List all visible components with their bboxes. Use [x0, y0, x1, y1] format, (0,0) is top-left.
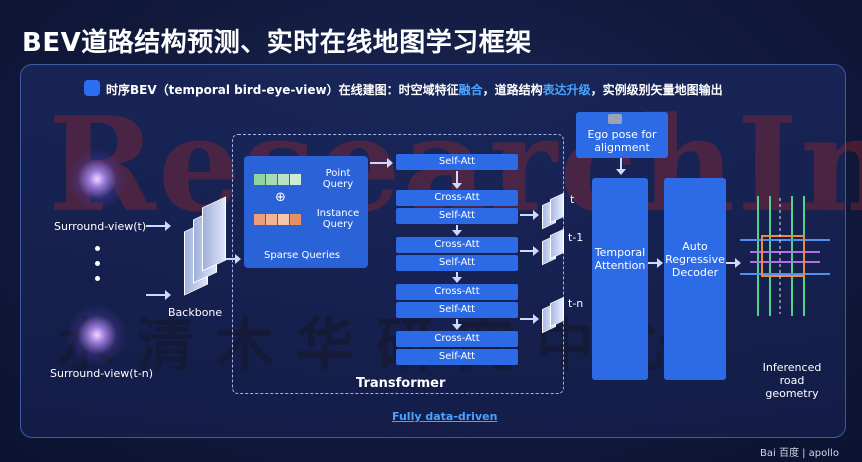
arrow-right-icon [648, 258, 663, 268]
ellipsis-dot [95, 246, 100, 251]
time-label-t1: t-1 [568, 231, 584, 244]
arrow-down-icon [452, 171, 462, 189]
page-title: BEV道路结构预测、实时在线地图学习框架 [22, 28, 532, 58]
arrow-right-icon [520, 210, 539, 220]
arrow-down-icon [616, 158, 626, 175]
backbone-layer [202, 196, 226, 272]
arrow-right-icon [146, 290, 171, 300]
self-att-block: Self-Att [396, 302, 518, 318]
subtitle-highlight-upgrade: 表达升级 [542, 83, 591, 97]
arrow-right-icon [370, 158, 393, 168]
transformer-region [232, 134, 564, 394]
subtitle: 时序BEV（temporal bird-eye-view）在线建图：时空域特征融… [106, 81, 723, 98]
subtitle-prefix: 时序BEV（temporal bird-eye-view）在线建图：时空域特征 [106, 83, 459, 97]
query-token [290, 174, 301, 185]
ego-pose-box [576, 112, 668, 158]
input-label-tn: Surround-view(t-n) [50, 367, 154, 380]
backbone-label: Backbone [168, 306, 223, 319]
time-label-t: t [570, 193, 575, 206]
arrow-right-icon [146, 221, 171, 231]
subtitle-suffix: ，实例级别矢量地图输出 [590, 83, 723, 97]
query-token [278, 214, 289, 225]
ellipsis-dot [95, 261, 100, 266]
subtitle-highlight-fusion: 融合 [458, 83, 483, 97]
self-att-block: Self-Att [396, 349, 518, 365]
query-token [278, 174, 289, 185]
temporal-attention-box [592, 178, 648, 380]
self-att-block: Self-Att [396, 255, 518, 271]
query-token [266, 214, 277, 225]
baidu-apollo-logo: Bai 百度 | apollo [760, 448, 839, 459]
subtitle-mid: ，道路结构 [482, 83, 543, 97]
arrow-right-icon [226, 254, 241, 264]
arrow-down-icon [452, 272, 462, 283]
ego-pose-label: Ego pose for alignment [587, 128, 657, 154]
arrow-down-icon [452, 225, 462, 236]
time-label-tn: t-n [568, 297, 584, 310]
query-token [290, 214, 301, 225]
plus-icon: ⊕ [275, 190, 286, 205]
self-att-block: Self-Att [396, 208, 518, 224]
self-att-block: Self-Att [396, 154, 518, 170]
output-label: Inferenced road geometry [762, 361, 822, 400]
temporal-attention-label: Temporal Attention [594, 246, 646, 272]
query-token [254, 214, 265, 225]
arrow-right-icon [520, 246, 539, 256]
camera-tn-icon [66, 304, 128, 366]
arrow-down-icon [452, 319, 462, 330]
watermark-cn: 水清木华研究中心 [56, 311, 697, 379]
sparse-queries-caption: Sparse Queries [264, 250, 341, 261]
arrow-right-icon [726, 258, 741, 268]
transformer-label: Transformer [356, 376, 446, 391]
cross-att-block: Cross-Att [396, 284, 518, 300]
fully-data-driven-link[interactable]: Fully data-driven [392, 410, 498, 423]
input-label-t: Surround-view(t) [54, 220, 147, 233]
query-token [266, 174, 277, 185]
bullet-icon [84, 80, 100, 96]
decoder-box [664, 178, 726, 380]
query-token [254, 174, 265, 185]
car-icon [608, 114, 622, 124]
camera-t-icon [66, 148, 128, 210]
road-geometry-graphic [740, 196, 830, 316]
cross-att-block: Cross-Att [396, 331, 518, 347]
arrow-right-icon [520, 314, 539, 324]
point-query-label: Point Query [322, 168, 354, 190]
decoder-label: Auto Regressive Decoder [665, 240, 725, 279]
cross-att-block: Cross-Att [396, 237, 518, 253]
cross-att-block: Cross-Att [396, 190, 518, 206]
instance-query-label: Instance Query [316, 208, 360, 230]
ellipsis-dot [95, 276, 100, 281]
